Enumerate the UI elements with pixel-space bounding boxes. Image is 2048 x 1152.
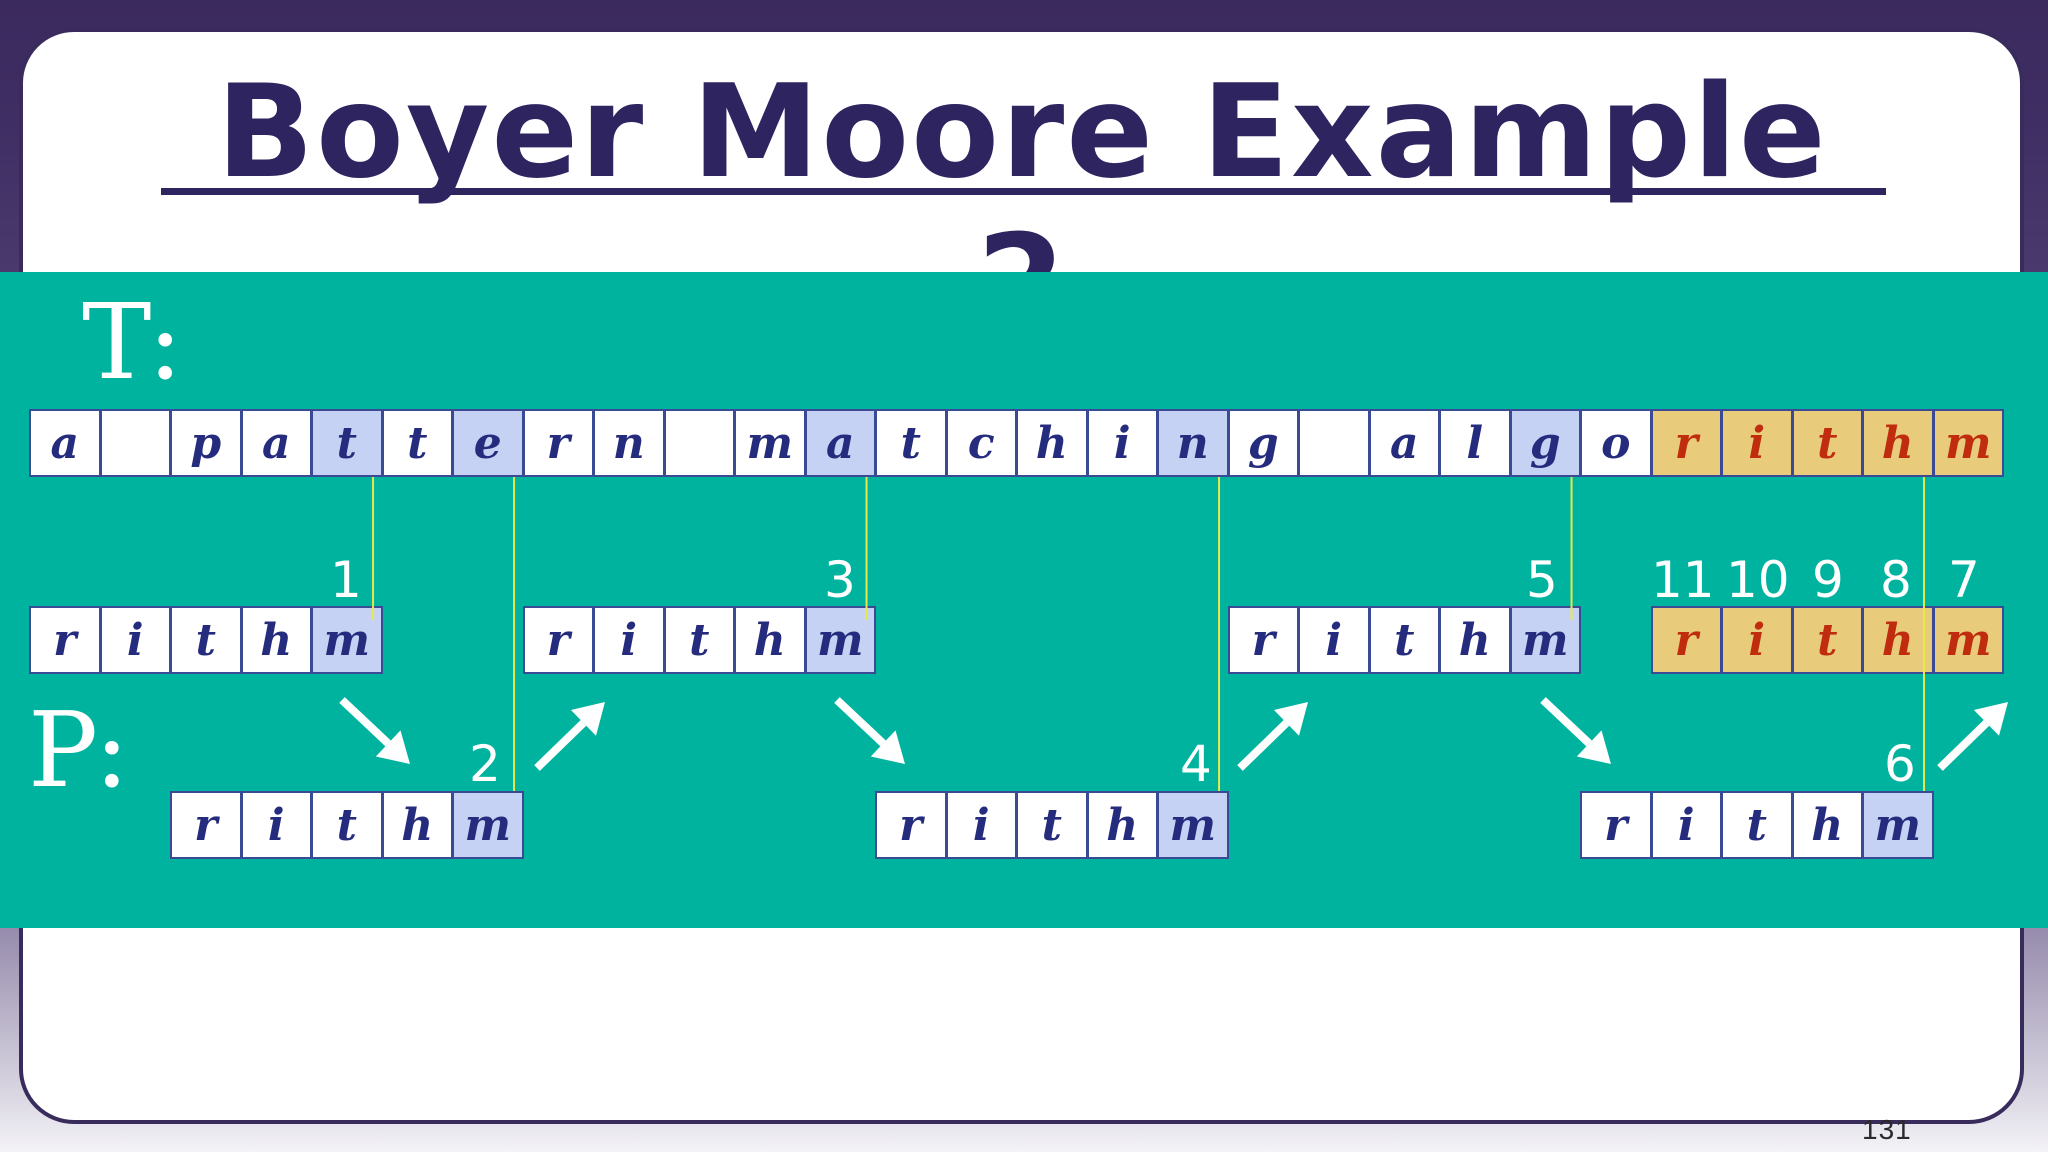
pattern-cell: h xyxy=(1086,791,1158,859)
pattern-cell: t xyxy=(170,606,242,674)
text-cell: t xyxy=(381,409,453,477)
pattern-cell: m xyxy=(311,606,383,674)
pattern-cell: r xyxy=(1650,606,1722,674)
comparison-step-number: 2 xyxy=(469,735,501,793)
comparison-step-number: 9 xyxy=(1812,551,1844,609)
comparison-step-number: 1 xyxy=(330,551,362,609)
text-cell: t xyxy=(875,409,947,477)
text-cell: i xyxy=(1721,409,1793,477)
pattern-cell: t xyxy=(1368,606,1440,674)
pattern-cell: m xyxy=(1509,606,1581,674)
comparison-step-number: 5 xyxy=(1526,551,1558,609)
pattern-cell: h xyxy=(734,606,806,674)
pattern-cell: m xyxy=(1157,791,1229,859)
text-cell: o xyxy=(1580,409,1652,477)
text-cell: n xyxy=(1157,409,1229,477)
comparison-step-number: 8 xyxy=(1880,551,1912,609)
text-cell: c xyxy=(945,409,1017,477)
text-cell: a xyxy=(804,409,876,477)
text-cell: a xyxy=(240,409,312,477)
text-cell: i xyxy=(1086,409,1158,477)
comparison-step-number: 4 xyxy=(1180,735,1212,793)
pattern-cell: h xyxy=(381,791,453,859)
shift-arrow-up-right-icon xyxy=(534,702,605,771)
pattern-cell: m xyxy=(452,791,524,859)
pattern-cell: r xyxy=(1227,606,1299,674)
comparison-step-number: 7 xyxy=(1948,551,1980,609)
text-cell: h xyxy=(1016,409,1088,477)
pattern-cell: t xyxy=(311,791,383,859)
pattern-cell: i xyxy=(1298,606,1370,674)
pattern-cell: r xyxy=(1580,791,1652,859)
shift-arrow-down-right-icon xyxy=(1540,697,1611,764)
shift-arrow-up-right-icon xyxy=(1937,702,2008,771)
pattern-cell: m xyxy=(1862,791,1934,859)
pattern-cell: i xyxy=(99,606,171,674)
comparison-step-number: 11 xyxy=(1651,551,1715,609)
pattern-cell: i xyxy=(1650,791,1722,859)
page-number: 131 xyxy=(1862,1114,1912,1145)
text-cell xyxy=(663,409,735,477)
pattern-cell: t xyxy=(1721,791,1793,859)
title-underline xyxy=(161,188,1886,195)
pattern-cell: i xyxy=(945,791,1017,859)
text-cell: l xyxy=(1439,409,1511,477)
text-cell: g xyxy=(1227,409,1299,477)
pattern-cell: m xyxy=(804,606,876,674)
text-cell: a xyxy=(1368,409,1440,477)
text-cell: e xyxy=(452,409,524,477)
pattern-cell: i xyxy=(593,606,665,674)
shift-arrow-down-right-icon xyxy=(834,697,905,764)
text-cell: r xyxy=(522,409,594,477)
pattern-cell: m xyxy=(1932,606,2004,674)
comparison-step-number: 3 xyxy=(824,551,856,609)
shift-arrow-up-right-icon xyxy=(1237,702,1308,771)
pattern-cell: t xyxy=(663,606,735,674)
pattern-cell: r xyxy=(29,606,101,674)
shift-arrow-down-right-icon xyxy=(339,697,410,764)
pattern-cell: i xyxy=(240,791,312,859)
pattern-cell: h xyxy=(1439,606,1511,674)
pattern-cell: r xyxy=(522,606,594,674)
text-label: T: xyxy=(82,281,183,403)
pattern-cell: r xyxy=(170,791,242,859)
pattern-cell: i xyxy=(1721,606,1793,674)
comparison-step-number: 6 xyxy=(1884,735,1916,793)
pattern-cell: t xyxy=(1016,791,1088,859)
text-cell: t xyxy=(311,409,383,477)
text-cell: m xyxy=(1932,409,2004,477)
comparison-step-number: 10 xyxy=(1726,551,1790,609)
pattern-label: P: xyxy=(28,689,130,811)
text-cell xyxy=(1298,409,1370,477)
text-cell: m xyxy=(734,409,806,477)
pattern-cell: r xyxy=(875,791,947,859)
pattern-cell: h xyxy=(1862,606,1934,674)
